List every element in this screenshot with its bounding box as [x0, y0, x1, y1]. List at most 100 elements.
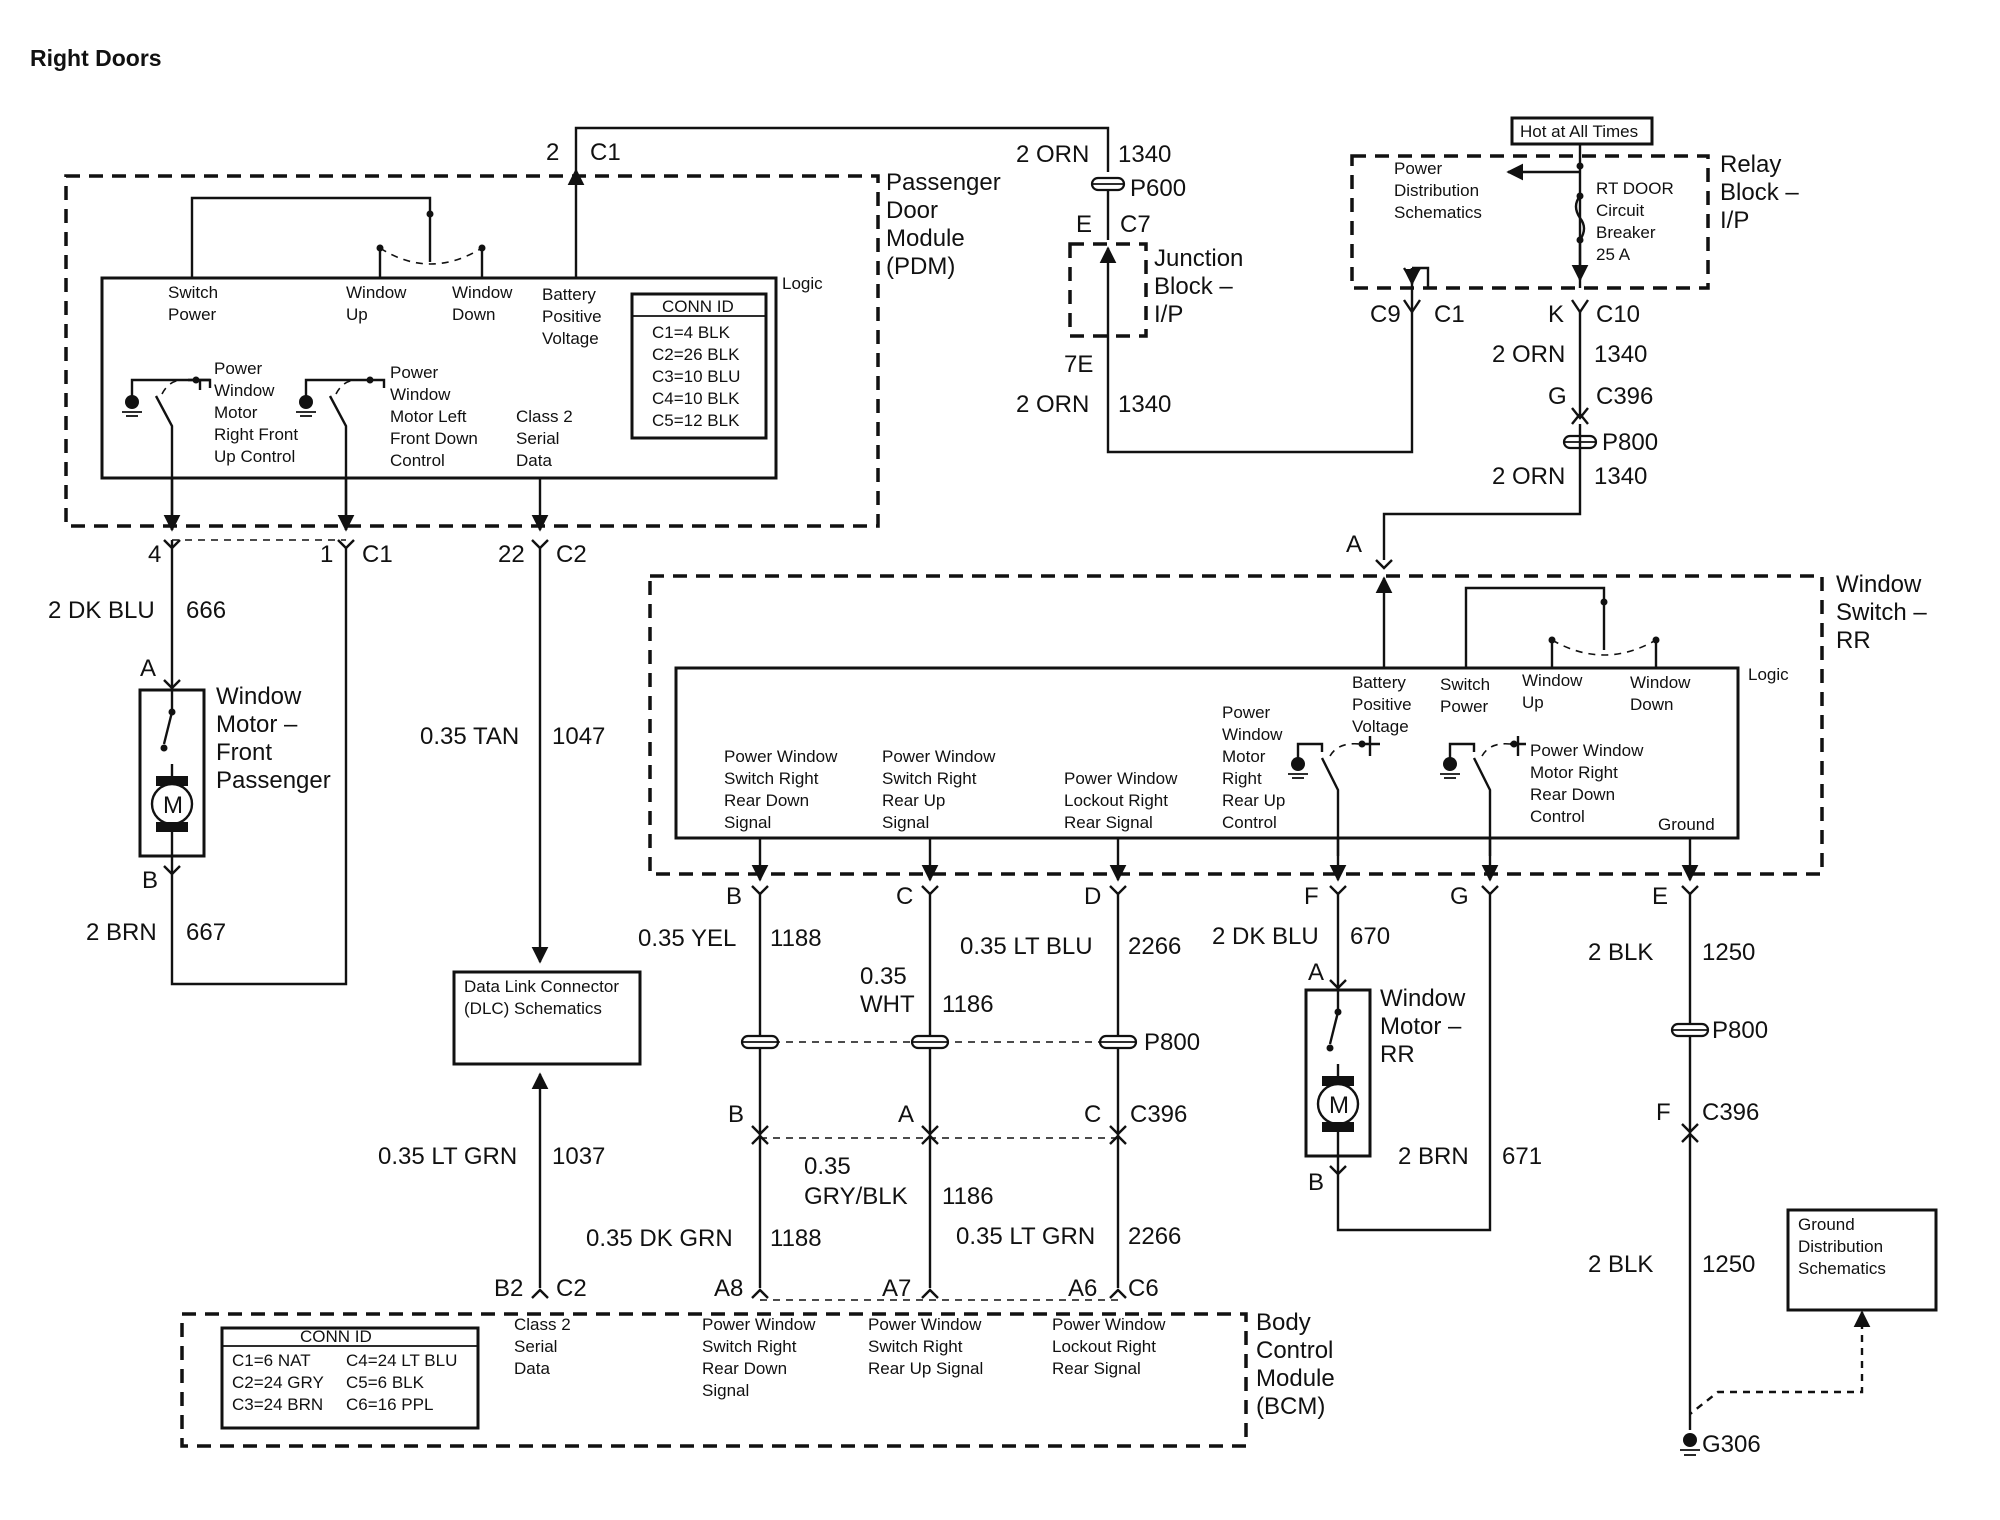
- c396-pin-a: A: [898, 1101, 914, 1128]
- rr-motor-wire-bot-gauge: 2 BRN: [1398, 1143, 1469, 1170]
- ground-wire2-gauge: 2 BLK: [1588, 1251, 1653, 1278]
- front-motor-pin-b: B: [142, 867, 158, 894]
- rr-motor-wire-top-gauge: 2 DK BLU: [1212, 923, 1319, 950]
- pdm-pin22: 22: [498, 541, 525, 568]
- bcm-pin-rear-up: Power Window Switch Right Rear Up Signal: [868, 1315, 986, 1378]
- svg-text:C2=24 GRY: C2=24 GRY: [232, 1373, 324, 1392]
- pdm-pin1-conn: C1: [362, 541, 393, 568]
- page-title: Right Doors: [30, 45, 162, 71]
- rr-feed-g: G: [1548, 383, 1567, 410]
- rr-feed2-gauge: 2 ORN: [1492, 463, 1565, 490]
- pdm-pin-class2: Class 2 Serial Data: [516, 407, 577, 470]
- relay-pds: Power Distribution Schematics: [1394, 159, 1484, 222]
- rr-wire-d2-gauge: 0.35 LT GRN: [956, 1223, 1095, 1250]
- front-motor-wire-bot-circuit: 667: [186, 919, 226, 946]
- rr-wire-d-gauge: 0.35 LT BLU: [960, 933, 1093, 960]
- ground-pin-f: F: [1656, 1099, 1671, 1126]
- window-switch-rr: [648, 574, 1824, 882]
- rr-feed2-circuit: 1340: [1594, 463, 1647, 490]
- pdm-pin-motor-up: Power Window Motor Right Front Up Contro…: [214, 359, 303, 466]
- svg-text:C4=24 LT BLU: C4=24 LT BLU: [346, 1351, 457, 1370]
- relay-breaker: RT DOOR Circuit Breaker 25 A: [1596, 179, 1679, 264]
- splice-p800-b: [740, 1034, 780, 1050]
- svg-text:C3=24 BRN: C3=24 BRN: [232, 1395, 323, 1414]
- rr-splice-label: P800: [1144, 1029, 1200, 1056]
- rr-motor-pin-b: B: [1308, 1169, 1324, 1196]
- rr-motor-pin-a: A: [1308, 959, 1324, 986]
- rr-feed-circuit: 1340: [1594, 341, 1647, 368]
- svg-text:C1=6 NAT: C1=6 NAT: [232, 1351, 311, 1370]
- pdm-pin-motor-down: Power Window Motor Left Front Down Contr…: [390, 363, 483, 470]
- ws-pin-b: B: [726, 883, 742, 910]
- rr-wire-c-gauge: 0.35 WHT: [860, 963, 915, 1018]
- front-motor-glyph: M: [163, 792, 183, 819]
- bcm-c2: C2: [556, 1275, 587, 1302]
- rr-wire-b-circuit: 1188: [770, 925, 822, 952]
- ground-distribution-box: [1786, 1208, 1938, 1312]
- ws-pin-motor-up: Power Window Motor Right Rear Up Control: [1222, 703, 1290, 832]
- svg-text:C3=10 BLU: C3=10 BLU: [652, 367, 740, 386]
- c396-pin-c: C: [1084, 1101, 1101, 1128]
- front-motor-wire-top-gauge: 2 DK BLU: [48, 597, 155, 624]
- ws-pin-e: E: [1652, 883, 1668, 910]
- c396-label: C396: [1130, 1101, 1187, 1128]
- svg-text:C4=10 BLK: C4=10 BLK: [652, 389, 740, 408]
- feed-wire-circuit: 1340: [1118, 141, 1171, 168]
- svg-text:CONN ID: CONN ID: [662, 297, 734, 316]
- bcm-a7: A7: [882, 1275, 911, 1302]
- bcm-conn-id-table: CONN ID C1=6 NAT C2=24 GRY C3=24 BRN C4=…: [220, 1326, 480, 1430]
- rr-wire-b2-gauge: 0.35 DK GRN: [586, 1225, 733, 1252]
- pdm-pin4: 4: [148, 541, 161, 568]
- pdm-pin22-conn: C2: [556, 541, 587, 568]
- class2-wire-gauge: 0.35 TAN: [420, 723, 519, 750]
- ws-pin-window-up: Window Up: [1522, 671, 1587, 712]
- junction-block-name: Junction Block – I/P: [1154, 245, 1250, 328]
- pdm-conn-id-table: CONN ID C1=4 BLK C2=26 BLK C3=10 BLU C4=…: [630, 292, 768, 440]
- svg-text:CONN ID: CONN ID: [300, 1327, 372, 1346]
- bcm-pin-rear-down: Power Window Switch Right Rear Down Sign…: [702, 1315, 820, 1400]
- ground-splice-label: P800: [1712, 1017, 1768, 1044]
- bcm-c6: C6: [1128, 1275, 1159, 1302]
- ws-pin-rear-up-signal: Power Window Switch Right Rear Up Signal: [882, 747, 1000, 832]
- jb-pin-top: E: [1076, 211, 1092, 238]
- dlc-box: [452, 970, 642, 1066]
- jb-pin-bottom: 7E: [1064, 351, 1093, 378]
- rr-wire-c2-gauge: 0.35 GRY/BLK: [804, 1153, 908, 1210]
- pdm-top-conn: C1: [590, 139, 621, 166]
- rr-feed-c396: C396: [1596, 383, 1653, 410]
- rr-wire-b2-circuit: 1188: [770, 1225, 822, 1252]
- rr-motor-wire-bot-circuit: 671: [1502, 1143, 1542, 1170]
- front-passenger-window-motor: M: [138, 688, 206, 858]
- ws-pin-c: C: [896, 883, 913, 910]
- ws-pin-g: G: [1450, 883, 1469, 910]
- dlc-label: Data Link Connector (DLC) Schematics: [464, 977, 624, 1018]
- ground-wire1-circuit: 1250: [1702, 939, 1755, 966]
- pdm-pin1: 1: [320, 541, 333, 568]
- front-motor-wire-top-circuit: 666: [186, 597, 226, 624]
- ground-g306: G306: [1702, 1431, 1761, 1458]
- pdm-top-pin: 2: [546, 139, 559, 166]
- c396-pin-b: B: [728, 1101, 744, 1128]
- pdm-motor-down-driver: [296, 376, 386, 530]
- rr-wire-b-gauge: 0.35 YEL: [638, 925, 736, 952]
- pdm-logic-label: Logic: [782, 274, 823, 293]
- rr-feed-gauge: 2 ORN: [1492, 341, 1565, 368]
- bcm-name: Body Control Module (BCM): [1256, 1309, 1341, 1420]
- rr-feed-a: A: [1346, 531, 1362, 558]
- front-motor-pin-a: A: [140, 655, 156, 682]
- relay-block-name: Relay Block – I/P: [1720, 151, 1805, 234]
- svg-text:C1=4 BLK: C1=4 BLK: [652, 323, 731, 342]
- front-motor-wire-bot-gauge: 2 BRN: [86, 919, 157, 946]
- pdm-pin-window-up: Window Up: [346, 283, 411, 324]
- feed-wire2-gauge: 2 ORN: [1016, 391, 1089, 418]
- rr-feed-splice: P800: [1602, 429, 1658, 456]
- bcm-pin-class2: Class 2 Serial Data: [514, 1315, 575, 1378]
- rr-motor-glyph: M: [1329, 1092, 1349, 1119]
- relay-c10: C10: [1596, 301, 1640, 328]
- ws-pin-battery: Battery Positive Voltage: [1352, 673, 1416, 736]
- ws-pin-lockout: Power Window Lockout Right Rear Signal: [1064, 769, 1182, 832]
- class2-wire-circuit: 1047: [552, 723, 605, 750]
- svg-text:C2=26 BLK: C2=26 BLK: [652, 345, 740, 364]
- jb-conn-top: C7: [1120, 211, 1151, 238]
- ground-g306-symbol: [1680, 1433, 1700, 1456]
